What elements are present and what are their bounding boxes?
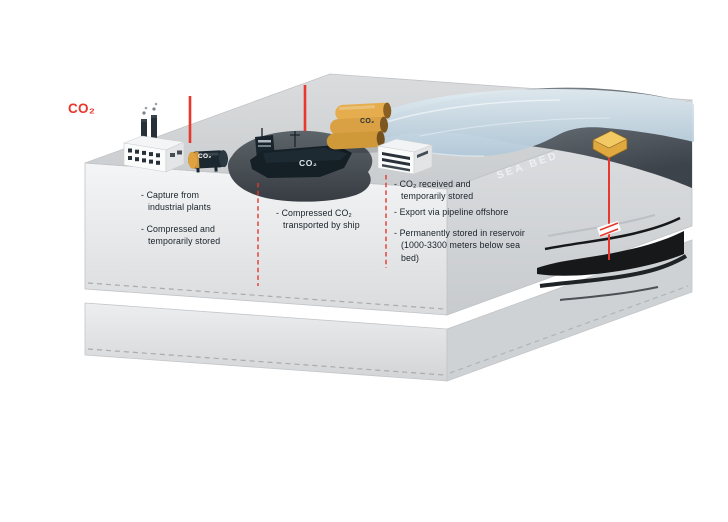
smoke-puff [142, 111, 146, 115]
storage-co2-label: CO₂ [360, 118, 375, 125]
tank-co2-label: CO₂ [198, 153, 212, 160]
emission-marker-lines [188, 85, 307, 143]
storage-tanks-icon [326, 102, 394, 153]
note-export-pipeline: - Export via pipeline offshore [394, 207, 509, 217]
ship-co2-label: CO₂ [299, 158, 318, 168]
section-dividers [257, 175, 387, 286]
factory-windows [128, 148, 182, 165]
note-compressed-stored: - Compressed and temporarily stored [141, 224, 221, 247]
co2-tank-icon [187, 150, 228, 173]
note-ship-transport: - Compressed CO₂ transported by ship [276, 208, 360, 231]
terminal-building-icon [376, 138, 434, 175]
co2-emissions-label: CO₂ [68, 101, 96, 116]
note-capture: - Capture from industrial plants [141, 190, 211, 213]
pipeline-line [596, 152, 622, 260]
note-permanent-storage: - Permanently stored in reservoir (1000-… [394, 228, 525, 263]
factory-icon [122, 102, 186, 173]
terminal-windows [382, 150, 428, 172]
injection-structure-icon [592, 130, 628, 159]
ship-icon [250, 128, 352, 178]
note-received-stored: - CO₂ received and temporarily stored [394, 179, 474, 202]
